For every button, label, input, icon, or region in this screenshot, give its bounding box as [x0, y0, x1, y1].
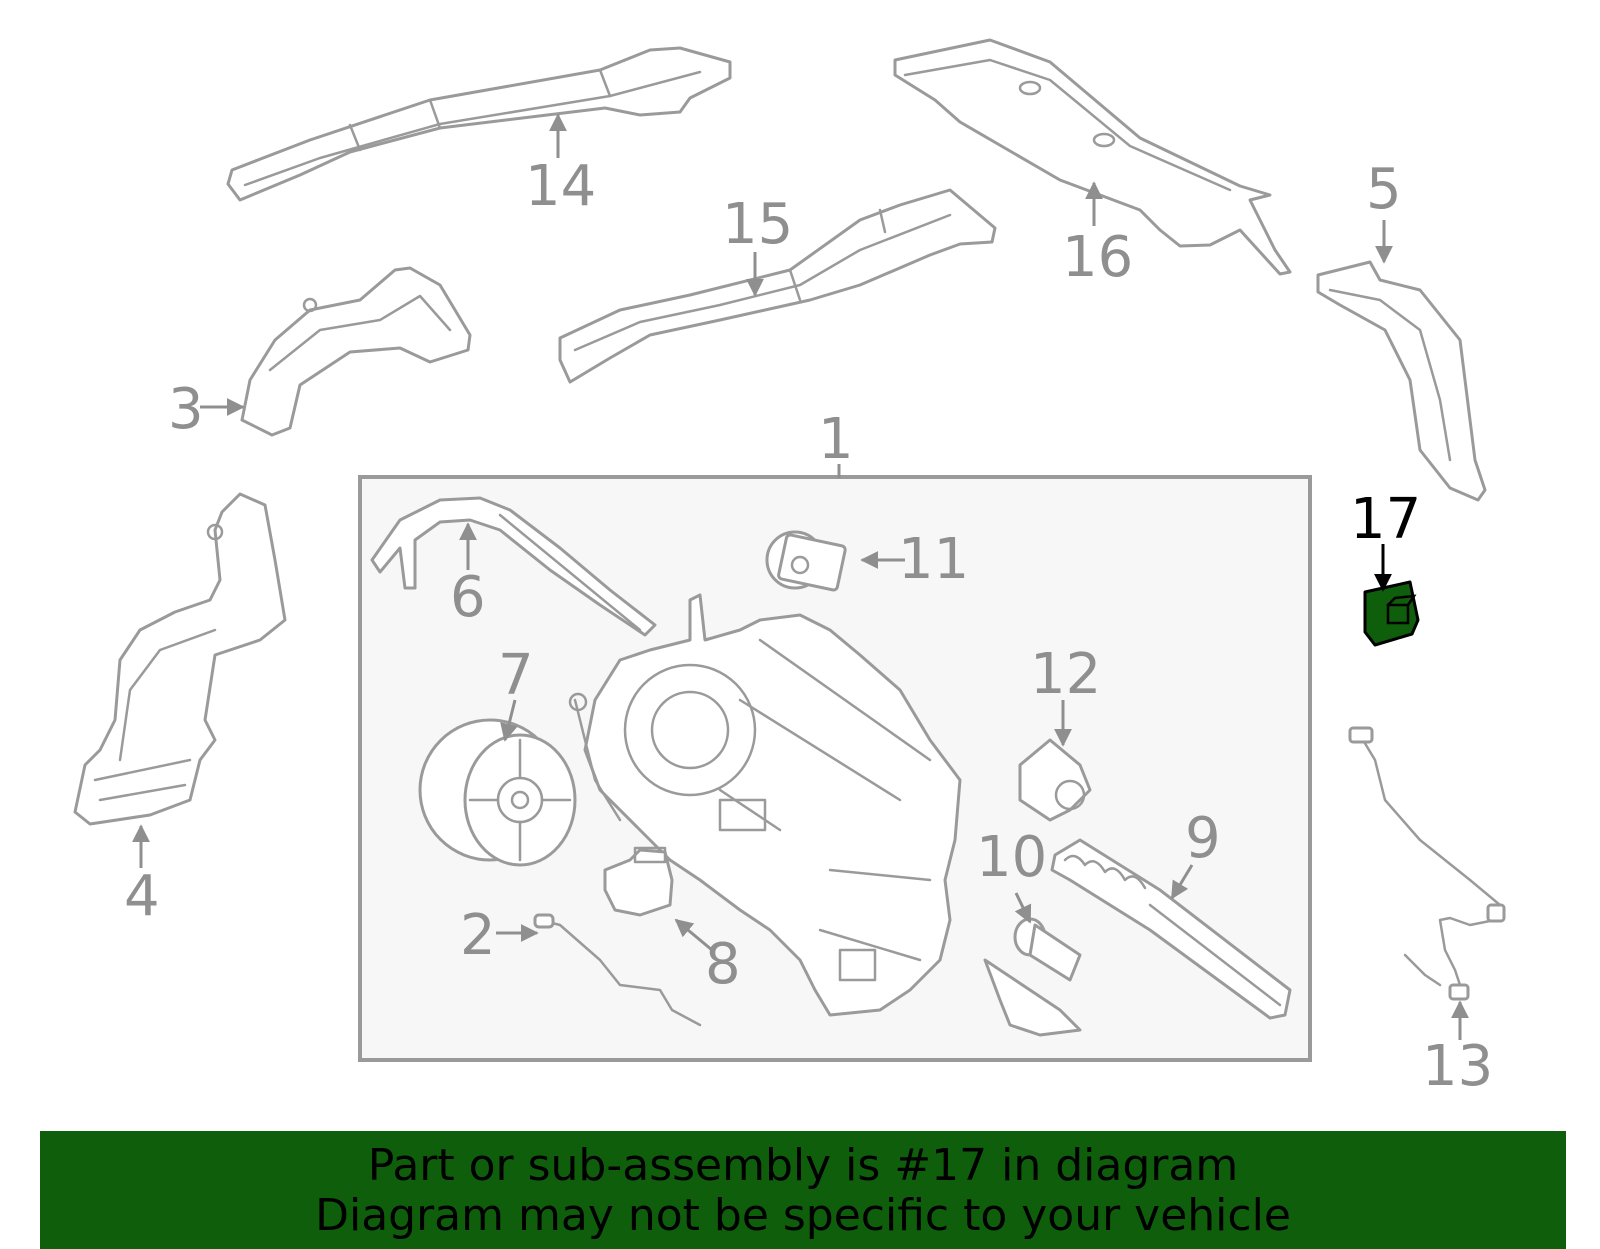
callout-9: 9 — [1185, 806, 1221, 871]
banner-line-1: Part or sub-assembly is #17 in diagram — [367, 1140, 1239, 1191]
part-9-core[interactable] — [1050, 838, 1292, 1020]
callout-3: 3 — [168, 377, 204, 442]
callout-2: 2 — [460, 903, 496, 968]
part-1-hvac-unit[interactable] — [568, 593, 962, 1017]
part-8-sensor[interactable] — [603, 846, 674, 917]
callout-17-highlighted: 17 — [1350, 487, 1421, 552]
part-5-duct[interactable] — [1316, 260, 1487, 502]
callout-13: 13 — [1422, 1034, 1493, 1099]
part-17-highlighted[interactable] — [1363, 580, 1420, 647]
part-3-duct[interactable] — [240, 266, 472, 437]
part-11-actuator[interactable] — [765, 530, 847, 592]
callout-1: 1 — [818, 407, 854, 472]
part-14-duct[interactable] — [226, 46, 732, 202]
notice-banner: Part or sub-assembly is #17 in diagram D… — [40, 1131, 1566, 1249]
callout-6: 6 — [450, 565, 486, 630]
callout-15: 15 — [722, 192, 793, 257]
leader-7 — [500, 699, 518, 742]
callout-14: 14 — [525, 154, 596, 219]
part-10-valve[interactable] — [983, 917, 1082, 1037]
part-2-wire[interactable] — [533, 913, 702, 1027]
part-4-duct[interactable] — [73, 492, 287, 826]
part-6-pipe[interactable] — [370, 496, 657, 637]
callout-16: 16 — [1062, 225, 1133, 290]
callout-7: 7 — [498, 643, 534, 708]
callout-10: 10 — [976, 825, 1047, 890]
leader-9 — [1170, 864, 1194, 900]
part-16-panel[interactable] — [893, 38, 1292, 276]
callout-8: 8 — [705, 932, 741, 997]
part-13-harness[interactable] — [1348, 726, 1506, 1001]
callout-4: 4 — [124, 864, 160, 929]
part-12-actuator[interactable] — [1018, 738, 1092, 822]
callout-12: 12 — [1030, 642, 1101, 707]
callout-5: 5 — [1366, 157, 1402, 222]
leader-8 — [674, 918, 713, 952]
banner-line-2: Diagram may not be specific to your vehi… — [315, 1190, 1291, 1241]
leader-10 — [1014, 892, 1032, 924]
callout-11: 11 — [898, 527, 969, 592]
part-7-blower-motor[interactable] — [418, 718, 577, 867]
